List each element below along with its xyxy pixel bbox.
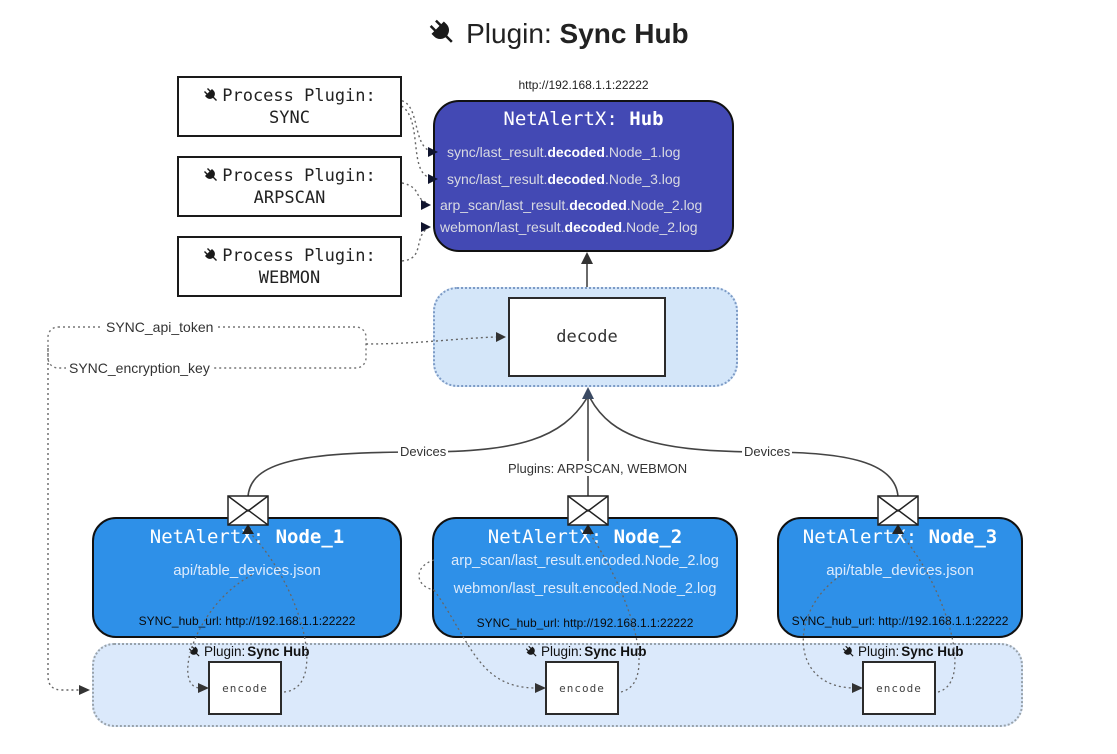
process-plugin-name: SYNC [269, 107, 310, 128]
entry-prefix: sync/last_result. [447, 144, 548, 160]
process-plugin-label: Process Plugin: [222, 165, 376, 186]
plugins-mid-label: Plugins: ARPSCAN, WEBMON [506, 461, 690, 476]
encoder-label-bold: Sync Hub [901, 644, 964, 659]
node-2-file: webmon/last_result.encoded.Node_2.log [453, 581, 717, 597]
entry-prefix: arp_scan/last_result. [440, 197, 570, 213]
encoder-label-prefix: Plugin: [858, 644, 900, 659]
arrow-right-icon [428, 174, 438, 184]
node-2-file: arp_scan/last_result.encoded.Node_2.log [451, 553, 719, 569]
entry-suffix: .Node_1.log [604, 144, 681, 160]
page-title-prefix: Plugin: [466, 18, 560, 49]
process-plugin-webmon-box: Process Plugin: WEBMON [177, 236, 402, 297]
encoder-label-prefix: Plugin: [204, 644, 246, 659]
entry-bold: decoded [569, 197, 627, 213]
hub-log-entry: arp_scan/last_result.decoded.Node_2.log [421, 193, 732, 217]
process-plugin-sync-box: Process Plugin: SYNC [177, 76, 402, 137]
entry-suffix: .Node_2.log [622, 219, 698, 235]
arrow-right-icon [79, 685, 90, 695]
plug-icon [203, 87, 220, 104]
devices-left-label: Devices [398, 444, 449, 459]
node-title-prefix: NetAlertX: [487, 526, 614, 548]
encode-2-box: encode [545, 661, 619, 715]
encode-1-box: encode [208, 661, 282, 715]
node-title-bold: Node_3 [928, 526, 998, 548]
plug-icon [842, 645, 856, 659]
node-3-file: api/table_devices.json [826, 562, 974, 579]
hub-log-entry: sync/last_result.decoded.Node_3.log [428, 167, 739, 191]
process-plugin-label: Process Plugin: [222, 85, 376, 106]
node-2-hub-url: SYNC_hub_url: http://192.168.1.1:22222 [476, 616, 694, 630]
process-plugin-label: Process Plugin: [222, 245, 376, 266]
entry-suffix: .Node_3.log [604, 171, 681, 187]
plug-icon [525, 645, 539, 659]
entry-suffix: .Node_2.log [626, 197, 703, 213]
plug-icon [188, 645, 202, 659]
node-1-title: NetAlertX: Node_1 [92, 526, 402, 548]
process-plugin-name: WEBMON [258, 267, 321, 288]
encode-label: encode [559, 681, 605, 695]
entry-bold: decoded [564, 219, 623, 235]
encode-3-box: encode [862, 661, 936, 715]
hub-log-entry: sync/last_result.decoded.Node_1.log [428, 140, 739, 164]
hub-title-bold: Hub [629, 108, 664, 130]
entry-prefix: sync/last_result. [447, 171, 548, 187]
page-title-bold: Sync Hub [559, 18, 689, 49]
decode-label: decode [556, 327, 618, 347]
encoder-3-label: Plugin: Sync Hub [842, 644, 964, 659]
hub-title: NetAlertX: Hub [433, 108, 734, 130]
encoder-label-bold: Sync Hub [247, 644, 310, 659]
decode-box: decode [508, 297, 666, 377]
node-title-bold: Node_1 [275, 526, 345, 548]
encoder-label-prefix: Plugin: [541, 644, 583, 659]
plug-icon [203, 247, 220, 264]
arrow-up-icon [581, 252, 593, 264]
encode-label: encode [222, 681, 268, 695]
sync-encryption-key-label: SYNC_encryption_key [66, 360, 213, 376]
encoder-1-label: Plugin: Sync Hub [188, 644, 310, 659]
encoder-2-label: Plugin: Sync Hub [525, 644, 647, 659]
node-1-file: api/table_devices.json [173, 562, 321, 579]
hub-title-prefix: NetAlertX: [503, 108, 630, 130]
entry-bold: decoded [547, 171, 605, 187]
entry-prefix: webmon/last_result. [440, 219, 565, 235]
node-title-bold: Node_2 [613, 526, 683, 548]
node-3-title: NetAlertX: Node_3 [777, 526, 1023, 548]
arrow-right-icon [421, 222, 431, 232]
arrow-right-icon [428, 147, 438, 157]
page-title: Plugin: Sync Hub [0, 18, 1117, 50]
process-plugin-name: ARPSCAN [253, 187, 326, 208]
node-2-title: NetAlertX: Node_2 [432, 526, 738, 548]
node-3-hub-url: SYNC_hub_url: http://192.168.1.1:22222 [791, 614, 1009, 628]
node-title-prefix: NetAlertX: [149, 526, 276, 548]
arrow-up-icon [582, 387, 594, 399]
hub-log-entry: webmon/last_result.decoded.Node_2.log [421, 215, 732, 239]
sync-api-token-label: SYNC_api_token [103, 319, 217, 335]
devices-right-label: Devices [742, 444, 793, 459]
plug-icon [203, 167, 220, 184]
arrow-right-icon [421, 200, 431, 210]
process-plugin-arpscan-box: Process Plugin: ARPSCAN [177, 156, 402, 217]
plug-icon [428, 18, 458, 48]
encoder-label-bold: Sync Hub [584, 644, 647, 659]
encode-label: encode [876, 681, 922, 695]
hub-url: http://192.168.1.1:22222 [518, 78, 649, 92]
entry-bold: decoded [547, 144, 605, 160]
node-1-hub-url: SYNC_hub_url: http://192.168.1.1:22222 [138, 614, 356, 628]
node-title-prefix: NetAlertX: [802, 526, 929, 548]
